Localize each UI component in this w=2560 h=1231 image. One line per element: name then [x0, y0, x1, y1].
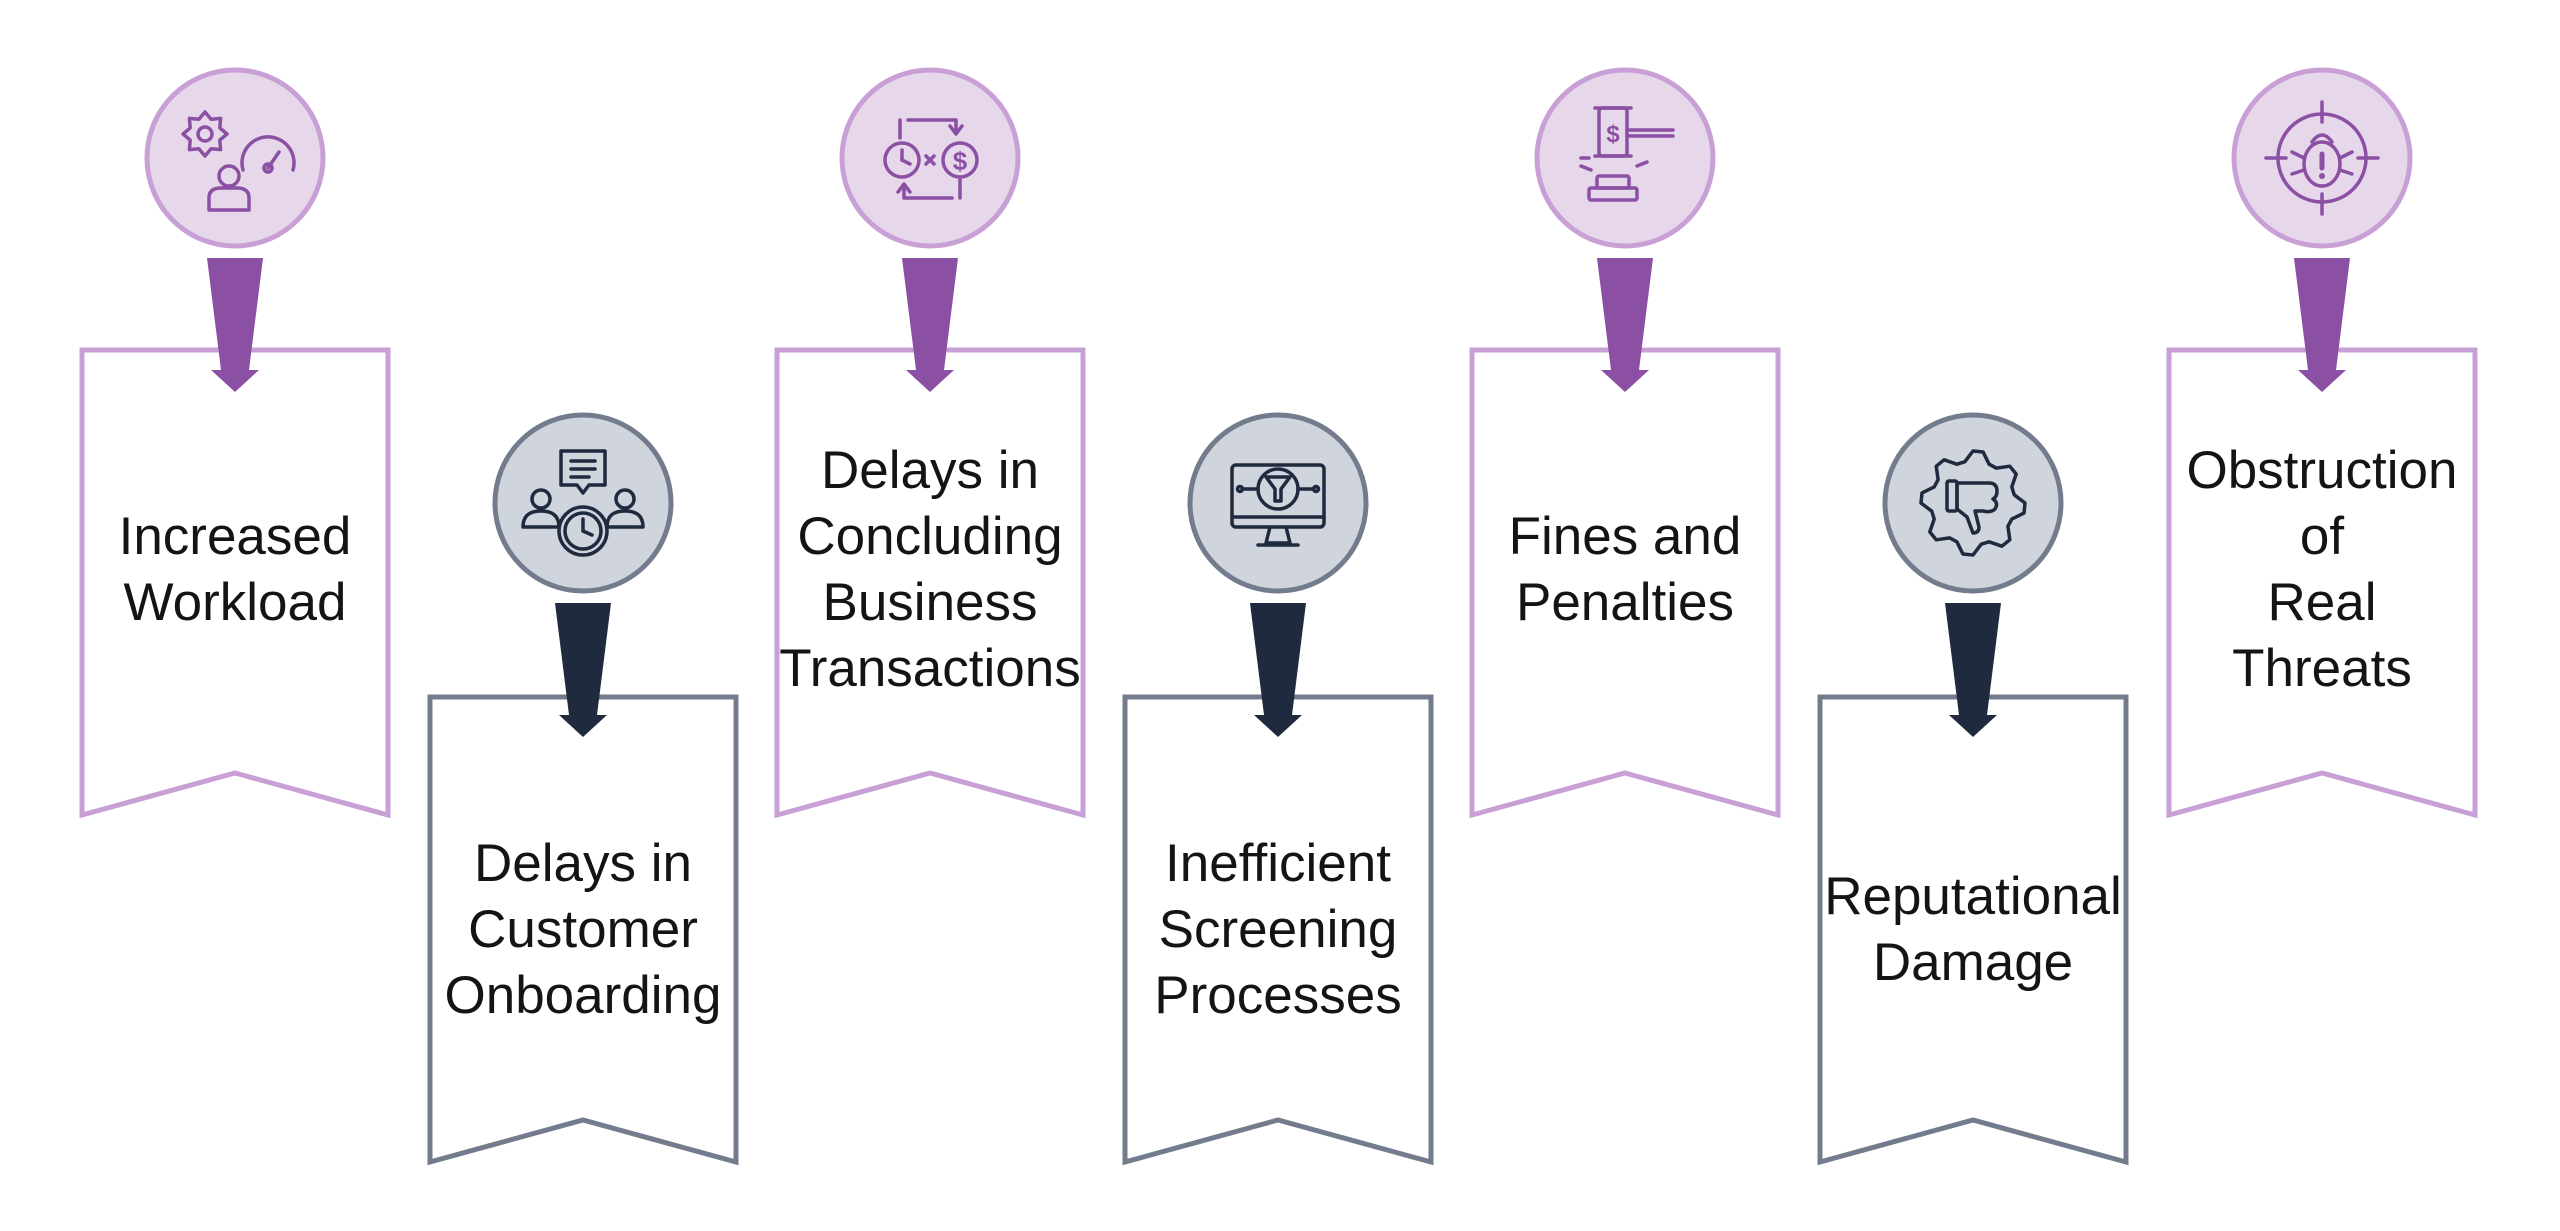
svg-text:$: $ [953, 146, 968, 176]
arrow-1 [555, 603, 611, 737]
icon-circle-5 [1882, 412, 2064, 594]
banner-2 [774, 347, 1086, 819]
people-chat-clock-icon [521, 449, 645, 557]
gear-thumbs-down-icon [1919, 449, 2027, 557]
target-bug-alert-icon [2264, 100, 2380, 216]
gear-user-speedometer-icon [181, 110, 296, 212]
impact-item-2: $ [774, 67, 1086, 819]
impact-item-0 [79, 67, 391, 819]
impact-item-1 [427, 412, 739, 1166]
banner-4 [1469, 347, 1781, 819]
label-obstruction-threats: Obstruction of Real Threats [2186, 441, 2458, 698]
arrow-4 [1597, 258, 1653, 392]
impact-item-5 [1817, 412, 2129, 1166]
banner-1 [427, 694, 739, 1166]
label-delays-customer-onboarding: Delays in Customer Onboarding [444, 834, 722, 1025]
icon-circle-0 [144, 67, 326, 249]
arrow-5 [1945, 603, 2001, 737]
gavel-dollar-icon: $ [1579, 106, 1675, 202]
label-inefficient-screening: Inefficient Screening Processes [1154, 834, 1402, 1025]
banner-6 [2166, 347, 2478, 819]
monitor-filter-icon [1230, 463, 1326, 547]
svg-text:$: $ [1606, 121, 1620, 148]
icon-circle-1 [492, 412, 674, 594]
impact-item-3 [1122, 412, 1434, 1166]
time-money-exchange-icon: $ [883, 118, 979, 200]
label-fines-penalties: Fines and Penalties [1508, 507, 1742, 632]
icon-circle-3 [1187, 412, 1369, 594]
impact-item-4: $ [1469, 67, 1781, 819]
banner-5 [1817, 694, 2129, 1166]
label-delays-business-transactions: Delays in Concluding Business Transactio… [779, 441, 1081, 698]
label-increased-workload: Increased Workload [118, 507, 352, 632]
banner-0 [79, 347, 391, 819]
impact-item-6 [2166, 67, 2478, 819]
label-reputational-damage: Reputational Damage [1824, 867, 2122, 992]
arrow-3 [1250, 603, 1306, 737]
arrow-6 [2294, 258, 2350, 392]
arrow-2 [902, 258, 958, 392]
icon-circle-4 [1534, 67, 1716, 249]
arrow-0 [207, 258, 263, 392]
banner-3 [1122, 694, 1434, 1166]
